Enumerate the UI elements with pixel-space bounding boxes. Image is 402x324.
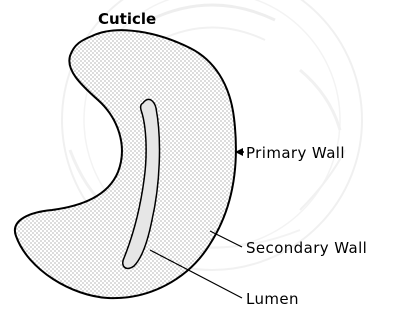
secondary-wall-leader bbox=[210, 231, 242, 247]
primary-wall-label: Primary Wall bbox=[246, 144, 345, 162]
lumen-label: Lumen bbox=[246, 290, 299, 308]
secondary-wall-label: Secondary Wall bbox=[246, 239, 367, 257]
cuticle-label: Cuticle bbox=[98, 10, 156, 28]
